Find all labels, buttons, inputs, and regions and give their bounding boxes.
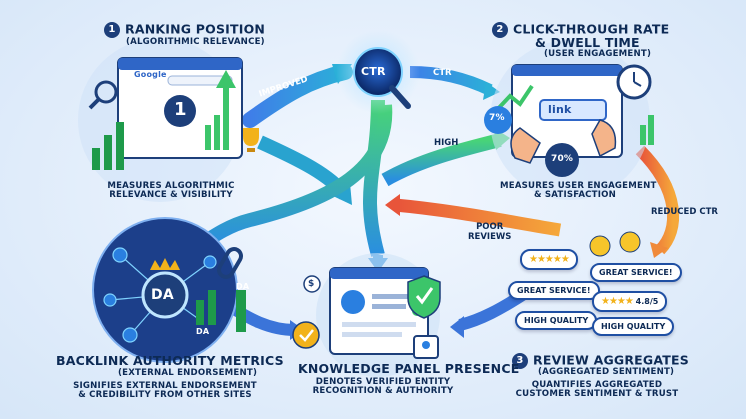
center-ctr-label: CTR (361, 65, 386, 78)
backlinks-subtitle: (External Endorsement) (118, 368, 258, 378)
arrow-green-to-ctr (381, 133, 502, 187)
da-badge-label: DA (151, 287, 174, 303)
da-small-label-2: DA (236, 282, 250, 291)
da-small-label-1: DA (196, 327, 210, 336)
ctr-title: 2 Click-Through Rate (492, 22, 669, 38)
backlinks-title: Backlink Authority Metrics (56, 353, 284, 368)
ctr-percent-large: 70% (551, 154, 574, 164)
label-poor-reviews: PoorReviews (468, 222, 511, 242)
review-pill-rating: ★★★★ 4.8/5 (592, 291, 668, 312)
ctr-orb (353, 47, 403, 97)
reviews-title: 3 Review Aggregates (512, 353, 689, 369)
ctr-number: 2 (492, 22, 508, 38)
dollar-icon: $ (308, 279, 315, 289)
knowledge-desc-line-2: Recognition & Authority (312, 386, 454, 397)
review-pill-3: High Quality (515, 311, 598, 330)
label-reduced-ctr: Reduced CTR (651, 207, 718, 217)
star-rating-icon: ★★★★★ (529, 254, 570, 265)
ctr-percent-small: 7% (489, 113, 505, 123)
arrow-ranking-to-ctr (242, 64, 353, 128)
ctr-description: Measures User Engagement& Satisfaction (500, 181, 657, 201)
review-pill-1: Great Service! (590, 263, 682, 282)
ctr-title-2: & Dwell Time (535, 35, 640, 50)
ctr-desc-line-1: Measures User Engagement (500, 181, 657, 191)
chain-link-icon (217, 247, 243, 279)
knowledge-title: Knowledge Panel Presence (298, 361, 520, 376)
star-rating-icon-2: ★★★★ (601, 296, 634, 307)
smiley-icon (589, 235, 611, 257)
backlinks-desc-line-2: & Credibility from Other Sites (78, 390, 252, 401)
label-high: High (434, 138, 459, 148)
ranking-title: 1 Ranking Position (104, 22, 265, 38)
smiley-icon-2 (619, 231, 641, 253)
ranking-number: 1 (104, 22, 120, 38)
ctr-title-line-1: Click-Through Rate (513, 21, 670, 37)
arrow-reduced-ctr (635, 145, 680, 255)
da-badge (141, 271, 189, 319)
ranking-description: Measures AlgorithmicRelevance & Visibili… (96, 181, 246, 201)
knowledge-desc-line-1: Denotes Verified Entity (315, 377, 451, 387)
ranking-title-text: Ranking Position (125, 21, 266, 37)
reviews-title-text: Review Aggregates (533, 352, 689, 368)
arrow-center-vertical (363, 99, 385, 257)
review-pill-4: High Quality (592, 317, 675, 336)
ctr-subtitle: (User Engagement) (544, 49, 652, 59)
link-button-label: link (548, 103, 572, 116)
review-pill-2: Great Service! (508, 281, 600, 300)
review-pill-stars: ★★★★★ (520, 249, 578, 270)
ctr-desc-line-2: & Satisfaction (533, 190, 617, 201)
backlinks-description: Signifies External Endorsement& Credibil… (70, 381, 260, 401)
rank-badge: 1 (174, 99, 187, 120)
ranking-subtitle: (Algorithmic Relevance) (126, 37, 265, 47)
knowledge-description: Denotes Verified EntityRecognition & Aut… (308, 377, 458, 397)
verified-medal-icon (292, 321, 320, 349)
arrow-poor-reviews (394, 198, 562, 237)
arrow-green-to-ranking (196, 104, 393, 251)
label-reviews: Reviews (468, 232, 512, 242)
google-logo-text: Google (134, 70, 167, 79)
reviews-description: Quantifies AggregatedCustomer Sentiment … (512, 380, 682, 400)
reviews-desc-line-1: Quantifies Aggregated (531, 380, 663, 390)
ranking-desc-line-2: Relevance & Visibility (109, 190, 233, 201)
ranking-desc-line-1: Measures Algorithmic (107, 181, 235, 191)
label-ctr: CTR (433, 68, 452, 78)
reviews-subtitle: (Aggregated Sentiment) (538, 367, 675, 377)
backlinks-desc-line-1: Signifies External Endorsement (73, 381, 257, 391)
label-poor: Poor (476, 222, 504, 232)
reviews-number: 3 (512, 353, 528, 369)
review-rating-value: 4.8/5 (635, 297, 659, 306)
reviews-desc-line-2: Customer Sentiment & Trust (515, 389, 679, 400)
